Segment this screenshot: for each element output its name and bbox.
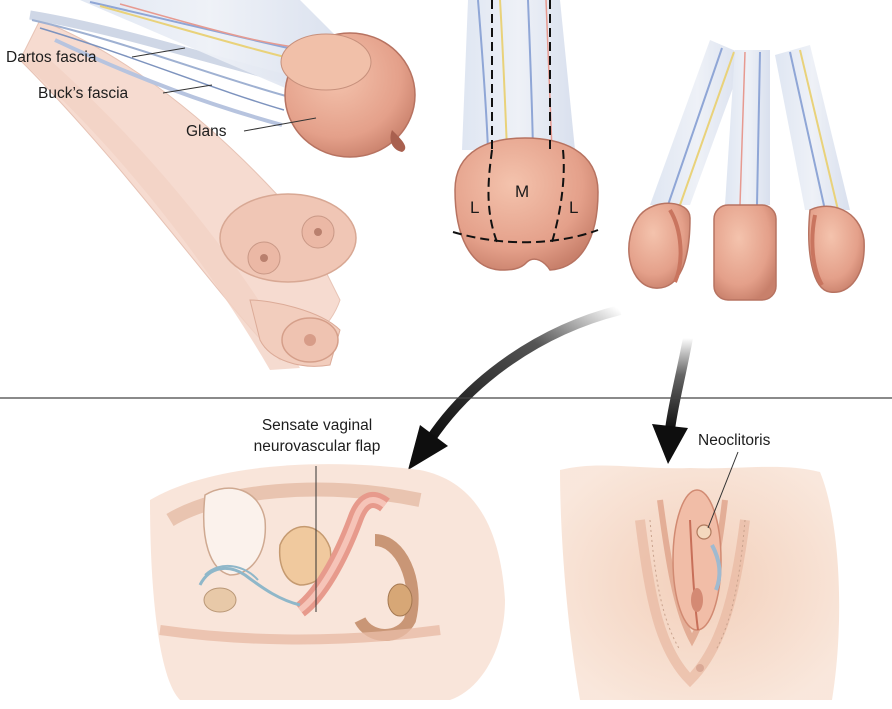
arrow-head-right — [652, 424, 688, 464]
penile-shaft-illustration — [19, 0, 416, 370]
glans-leader — [243, 117, 317, 132]
flow-arrows — [408, 305, 693, 470]
segment-left-label: L — [470, 198, 480, 217]
neoclitoris-leader — [707, 451, 739, 529]
label-neoclitoris: Neoclitoris — [698, 432, 771, 449]
segment-middle-label: M — [515, 182, 530, 201]
label-bucks-fascia: Buck’s fascia — [38, 85, 129, 102]
label-flap-line-2: neurovascular flap — [253, 438, 381, 455]
label-flap-line-1: Sensate vaginal — [261, 417, 373, 434]
glans-segmentation-illustration — [452, 0, 599, 271]
bucks-fascia-leader — [162, 84, 213, 94]
neovulva-illustration — [560, 465, 840, 700]
arrow-head-left — [408, 425, 448, 470]
dartos-fascia-leader — [131, 47, 186, 58]
pelvic-sagittal-section — [150, 464, 505, 700]
segment-right-label: L — [569, 198, 579, 217]
separated-glans-segments-illustration — [628, 40, 865, 301]
label-dartos-fascia: Dartos fascia — [6, 49, 97, 66]
label-glans: Glans — [186, 123, 227, 140]
